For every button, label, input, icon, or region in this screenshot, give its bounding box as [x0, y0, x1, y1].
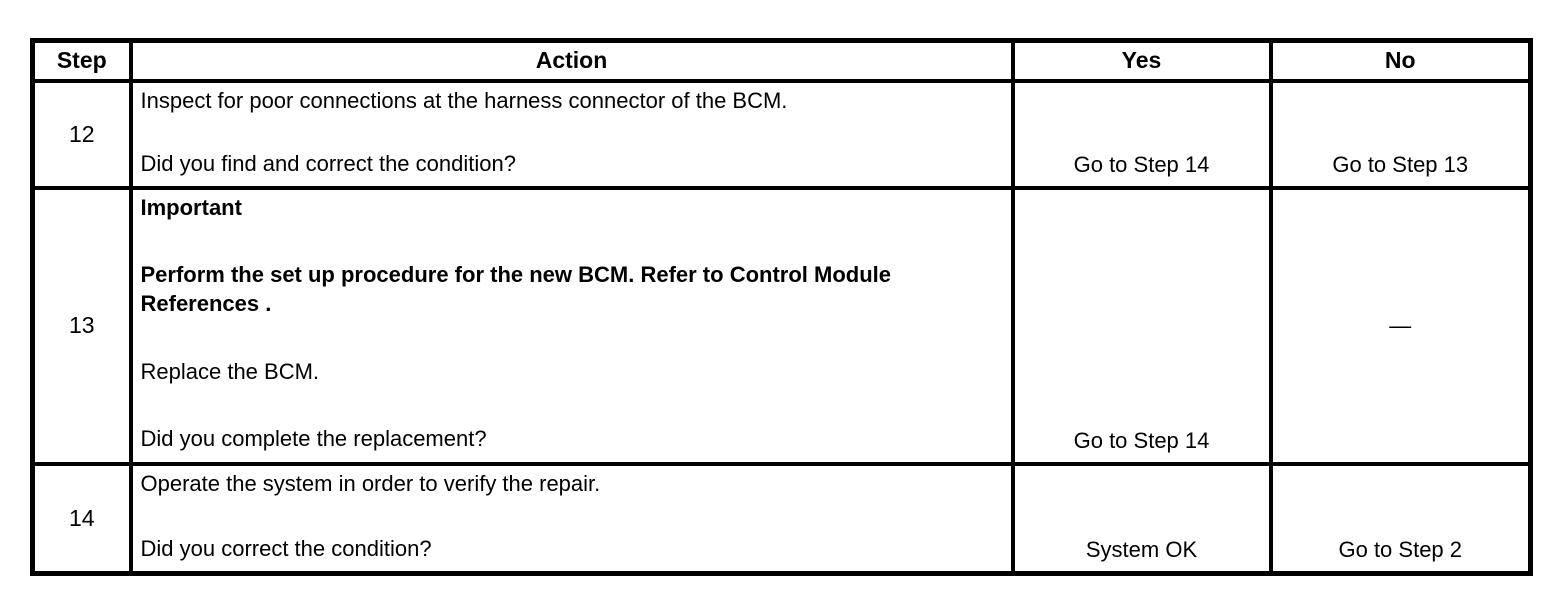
- action-paragraph: Important: [140, 194, 242, 220]
- no-cell: —: [1268, 185, 1533, 466]
- yes-value: System OK: [1085, 537, 1198, 562]
- step-cell: 13: [30, 185, 133, 466]
- table-row: 12 Inspect for poor connections at the ha…: [30, 78, 1533, 190]
- yes-value: Go to Step 14: [1073, 151, 1210, 177]
- step-cell: 12: [30, 78, 133, 190]
- header-yes: Yes: [1010, 38, 1273, 83]
- header-step: Step: [30, 38, 133, 83]
- action-cell: Operate the system in order to verify th…: [128, 461, 1015, 576]
- diagnostic-table: Step Action Yes No 12 Inspect for poor co…: [30, 38, 1533, 576]
- yes-answer-stack: Go to Step 14: [1019, 83, 1265, 178]
- no-value: Go to Step 2: [1338, 537, 1463, 562]
- action-paragraph: Inspect for poor connections at the harn…: [140, 87, 788, 113]
- header-no: No: [1268, 38, 1533, 83]
- header-action: Action: [128, 38, 1015, 83]
- yes-value: Go to Step 14: [1073, 427, 1210, 453]
- step-cell: 14: [30, 461, 133, 576]
- action-paragraph-stack: Inspect for poor connections at the harn…: [141, 86, 1005, 178]
- action-paragraph: Did you find and correct the condition?: [140, 150, 516, 176]
- action-paragraph: Perform the set up procedure for the new…: [140, 262, 892, 317]
- table-row: 14 Operate the system in order to verify …: [30, 461, 1533, 576]
- action-paragraph: Did you complete the replacement?: [140, 426, 487, 452]
- yes-answer-stack: Go to Step 14: [1019, 190, 1265, 454]
- action-paragraph: Replace the BCM.: [140, 358, 320, 384]
- action-paragraph: Did you correct the condition?: [140, 536, 432, 561]
- no-answer-stack: —: [1277, 190, 1525, 462]
- no-answer-stack: Go to Step 13: [1277, 83, 1525, 178]
- no-answer-stack: Go to Step 2: [1277, 466, 1525, 564]
- no-cell: Go to Step 2: [1268, 461, 1533, 576]
- action-paragraph: Operate the system in order to verify th…: [140, 470, 601, 496]
- header-row: Step Action Yes No: [30, 38, 1533, 83]
- yes-answer-stack: System OK: [1019, 466, 1265, 564]
- no-value: Go to Step 13: [1332, 151, 1469, 177]
- no-cell: Go to Step 13: [1268, 78, 1533, 190]
- yes-cell: Go to Step 14: [1010, 78, 1273, 190]
- table-body: 12 Inspect for poor connections at the ha…: [30, 78, 1533, 576]
- no-value: —: [1389, 312, 1412, 338]
- action-paragraph-stack: Operate the system in order to verify th…: [141, 469, 1005, 564]
- action-cell: Inspect for poor connections at the harn…: [128, 78, 1015, 190]
- yes-cell: System OK: [1010, 461, 1273, 576]
- yes-cell: Go to Step 14: [1010, 185, 1273, 466]
